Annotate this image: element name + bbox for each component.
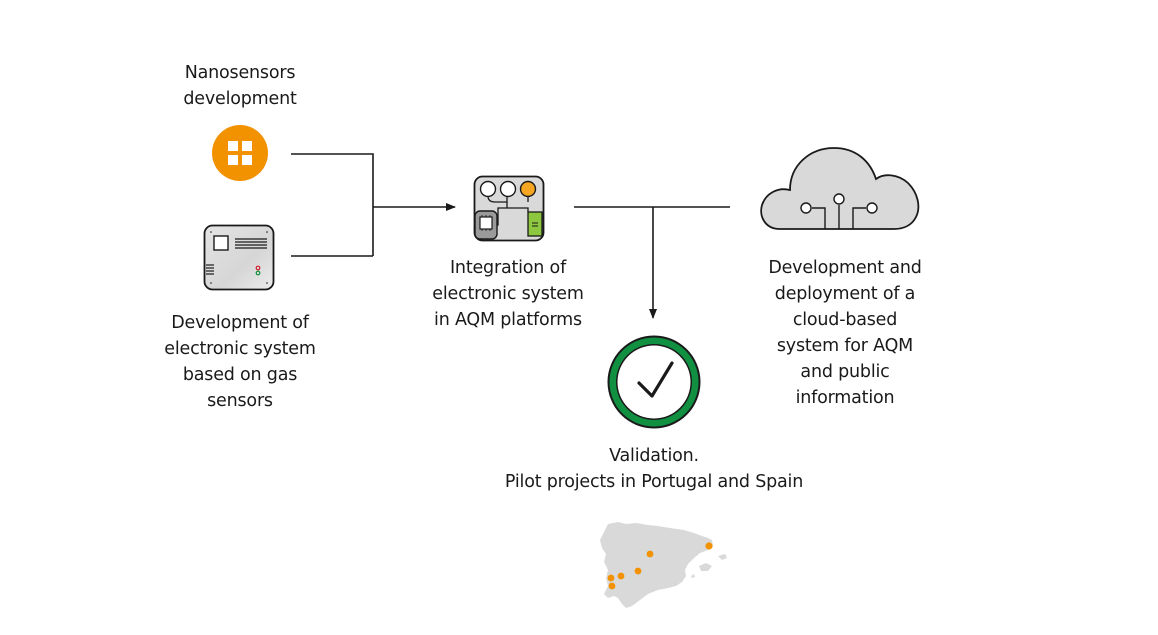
checkmark-circle-icon <box>607 335 701 429</box>
edge-nanosensors-to-junction <box>291 153 374 256</box>
map-marker <box>705 542 713 550</box>
map-marker <box>608 582 616 590</box>
electronic-system-label: Development of electronic system based o… <box>164 313 316 411</box>
map-landmass <box>600 522 713 608</box>
circuit-board-icon <box>473 175 545 242</box>
map-marker <box>607 574 615 582</box>
validation-label: Validation. Pilot projects in Portugal a… <box>504 446 804 492</box>
cloud-label: Development and deployment of a cloud-ba… <box>768 258 922 408</box>
map-marker <box>634 567 642 575</box>
iberian-peninsula-map <box>600 522 727 608</box>
integration-label: Integration of electronic system in AQM … <box>432 258 584 330</box>
map-island-mallorca <box>699 563 712 571</box>
map-marker <box>617 572 625 580</box>
nanosensor-grid-icon <box>212 125 268 181</box>
map-island-menorca <box>718 554 727 560</box>
sensor-box-icon <box>203 224 275 291</box>
map-island-ibiza <box>691 574 695 578</box>
cloud-network-icon <box>760 147 920 230</box>
nanosensors-label: Nanosensors development <box>183 63 297 109</box>
map-marker <box>646 550 654 558</box>
